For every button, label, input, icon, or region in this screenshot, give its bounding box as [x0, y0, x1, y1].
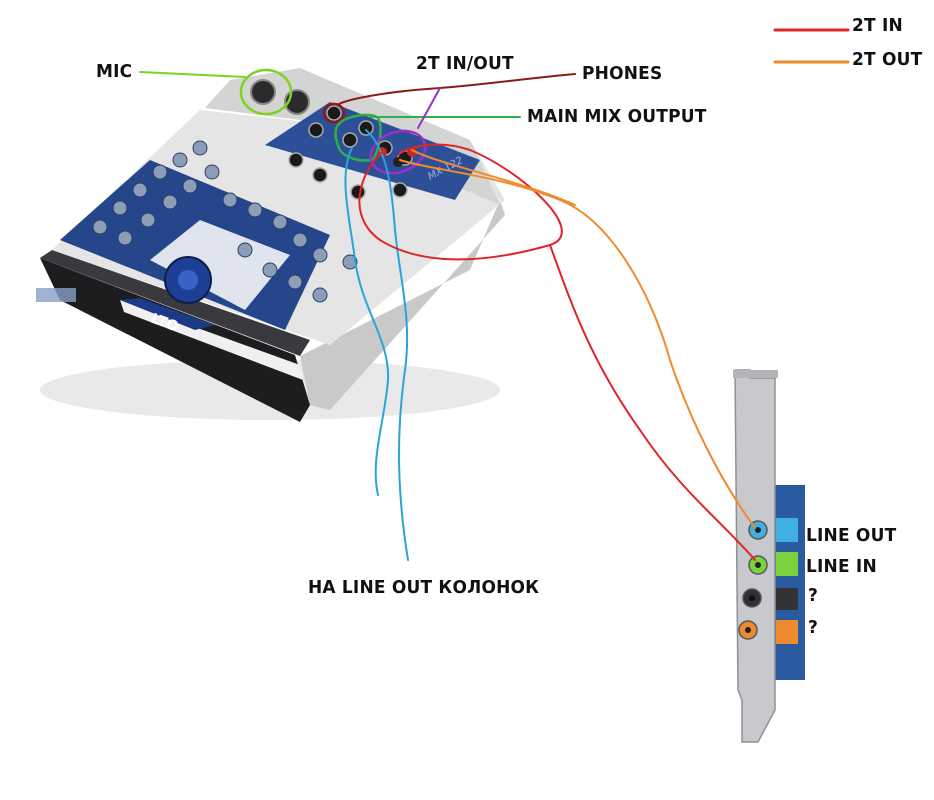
mic-highlight	[239, 68, 293, 116]
two-t-in-out-highlight	[369, 129, 427, 175]
main-mix-output-label: MAIN MIX OUTPUT	[527, 106, 707, 128]
speaker-line-1	[344, 147, 390, 496]
phones-highlight	[322, 102, 346, 124]
unknown-jack-1-label: ?	[808, 585, 819, 607]
unknown-jack-2-label: ?	[808, 617, 819, 639]
speaker-line-out-label: НА LINE OUT КОЛОНОК	[308, 577, 540, 599]
mic-xlr-input	[250, 79, 276, 105]
line-in-label: LINE IN	[806, 556, 877, 578]
two-t-in-out-label: 2T IN/OUT	[416, 53, 514, 75]
two-t-out-line-2	[411, 149, 576, 206]
mixer: LTO MX 122	[36, 68, 505, 422]
mic-line	[139, 71, 246, 78]
mic-label: MIC	[96, 61, 133, 83]
two-t-out-line-1	[399, 159, 756, 529]
two-t-in-line-2	[549, 244, 756, 561]
two-t-in-line-1	[358, 143, 563, 261]
sound-card	[733, 369, 805, 743]
two-t-in-out-line	[417, 87, 441, 129]
legend-label-2t-in: 2T IN	[852, 15, 903, 37]
phones-label: PHONES	[582, 63, 663, 85]
speaker-line-2	[365, 129, 409, 561]
legend-label-2t-out: 2T OUT	[852, 49, 923, 71]
line-out-label: LINE OUT	[806, 525, 897, 547]
